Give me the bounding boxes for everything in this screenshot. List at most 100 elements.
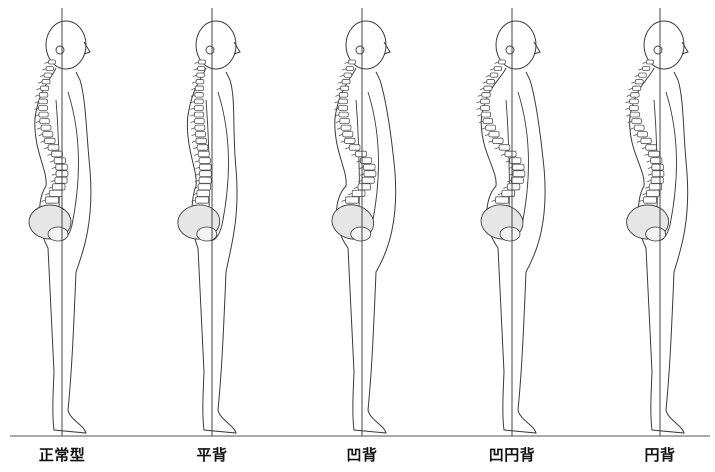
vertebra <box>342 80 350 84</box>
vertebra <box>483 119 493 124</box>
vertebra <box>41 86 49 90</box>
spinous-process <box>341 141 345 143</box>
spinous-process <box>337 88 341 90</box>
vertebra <box>197 190 210 196</box>
figure-kypho-lordotic <box>477 8 546 436</box>
spinous-process <box>625 108 629 110</box>
spinous-process <box>51 180 55 182</box>
vertebra <box>195 125 205 130</box>
spinous-process <box>495 147 499 149</box>
vertebra <box>39 106 48 111</box>
spinous-process <box>642 147 646 149</box>
spinous-process <box>39 134 43 136</box>
vertebra <box>639 73 647 77</box>
spinous-process <box>647 180 651 182</box>
vertebra <box>646 145 657 150</box>
vertebra <box>196 197 209 203</box>
vertebra <box>632 119 642 124</box>
spinous-process <box>498 193 502 195</box>
vertebra <box>499 145 510 150</box>
spinous-process <box>49 187 53 189</box>
spinous-process <box>640 200 644 202</box>
vertebra <box>496 197 509 203</box>
spinous-process <box>42 200 46 202</box>
vertebra <box>196 80 204 84</box>
vertebra <box>363 164 375 170</box>
vertebra <box>510 158 521 164</box>
vertebra <box>46 67 53 71</box>
spinous-process <box>477 115 481 117</box>
vertebra <box>356 151 367 157</box>
spinous-process <box>196 174 200 176</box>
spinous-process <box>359 167 363 169</box>
spinous-process <box>37 128 41 129</box>
vertebra <box>49 190 62 196</box>
spinous-process <box>195 161 199 163</box>
vertebra <box>339 99 348 104</box>
vertebra <box>198 184 210 190</box>
spinous-process <box>35 95 39 97</box>
spinous-process <box>52 167 56 169</box>
spinous-process <box>495 62 499 64</box>
hip-socket <box>197 227 217 241</box>
vertebra <box>499 60 506 64</box>
spinous-process <box>638 69 642 71</box>
vertebra <box>197 145 208 150</box>
spinous-process <box>41 141 45 143</box>
vertebra <box>493 138 503 143</box>
figure-flat-back <box>176 8 240 436</box>
vertebra <box>40 119 50 124</box>
spinous-process <box>348 193 352 195</box>
spinous-process <box>336 121 340 123</box>
vertebra <box>339 112 348 117</box>
vertebra <box>362 177 374 183</box>
caption-kypho-lordotic: 凹円背 <box>462 444 562 465</box>
spinous-process <box>630 128 634 129</box>
vertebra <box>494 67 501 71</box>
vertebra <box>637 132 647 137</box>
figure-sway-back <box>329 8 396 436</box>
vertebra <box>484 86 492 90</box>
spinous-process <box>345 62 349 64</box>
spinous-process <box>193 75 197 77</box>
spinous-process <box>352 154 356 156</box>
spinous-process <box>485 134 489 136</box>
spinous-process <box>635 75 639 77</box>
spinous-process <box>645 154 649 156</box>
spinous-process <box>648 174 652 176</box>
vertebra <box>502 190 515 196</box>
vertebra <box>345 138 355 143</box>
vertebra <box>199 158 210 164</box>
vertebra <box>349 145 360 150</box>
vertebra <box>195 99 204 104</box>
spinous-process <box>191 128 195 129</box>
spinous-process <box>480 88 484 90</box>
spinous-process <box>342 69 346 71</box>
vertebra <box>39 112 48 117</box>
spinous-process <box>36 121 40 123</box>
spinous-process <box>345 147 349 149</box>
spinous-process <box>52 174 56 176</box>
spinous-process <box>486 75 490 77</box>
spinous-process <box>193 147 197 149</box>
vertebra <box>339 106 348 111</box>
vertebra <box>41 125 51 130</box>
spinous-process <box>477 108 481 110</box>
spinous-process <box>637 141 641 143</box>
vertebra <box>512 164 524 170</box>
vertebra <box>482 93 490 98</box>
vertebra <box>490 73 498 77</box>
spinous-process <box>629 88 633 90</box>
vertebra <box>652 171 664 177</box>
spinous-process <box>48 154 52 156</box>
spinous-process <box>503 187 507 189</box>
vertebra <box>505 151 516 157</box>
vertebra <box>364 171 376 177</box>
vertebra <box>341 125 351 130</box>
spinous-process <box>492 200 496 202</box>
vertebra <box>39 99 48 104</box>
spinous-process <box>44 147 48 149</box>
spinous-process <box>631 82 635 84</box>
vertebra <box>43 132 53 137</box>
spinous-process <box>626 115 630 117</box>
